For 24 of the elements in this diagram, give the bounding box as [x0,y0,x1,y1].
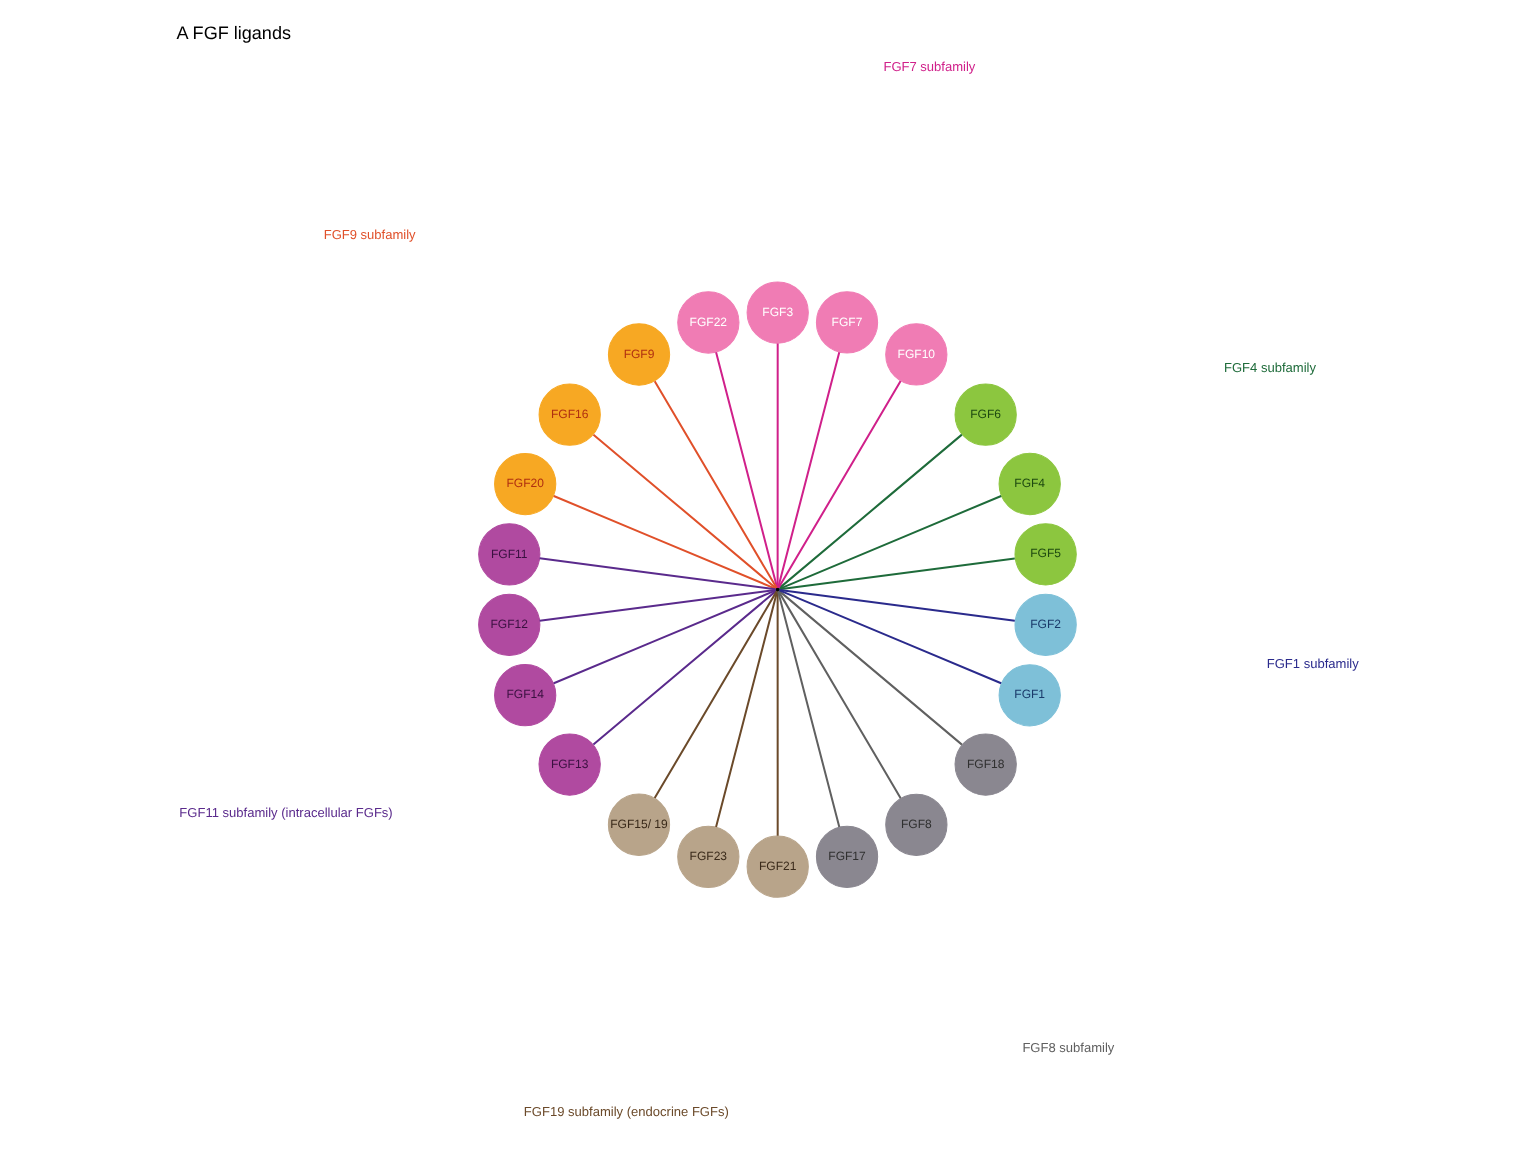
connector [777,590,902,799]
connector [776,591,779,836]
connector [779,588,1015,622]
connector [777,380,902,589]
connector [539,557,776,591]
connector [553,495,777,590]
connector [592,590,777,746]
connector [539,588,776,622]
connector [592,433,777,589]
connector [653,380,778,589]
connector [653,590,778,799]
diagram-title: A FGF ligands [176,23,292,44]
connector [776,343,779,588]
connector [715,352,779,588]
node-point [775,587,780,592]
connector [779,557,1015,591]
connector [778,433,963,589]
connector [779,495,1002,590]
connector [778,590,963,746]
connector [777,351,841,588]
connector [777,591,841,828]
connector [715,591,779,828]
connector [553,589,777,685]
connector [779,589,1002,685]
